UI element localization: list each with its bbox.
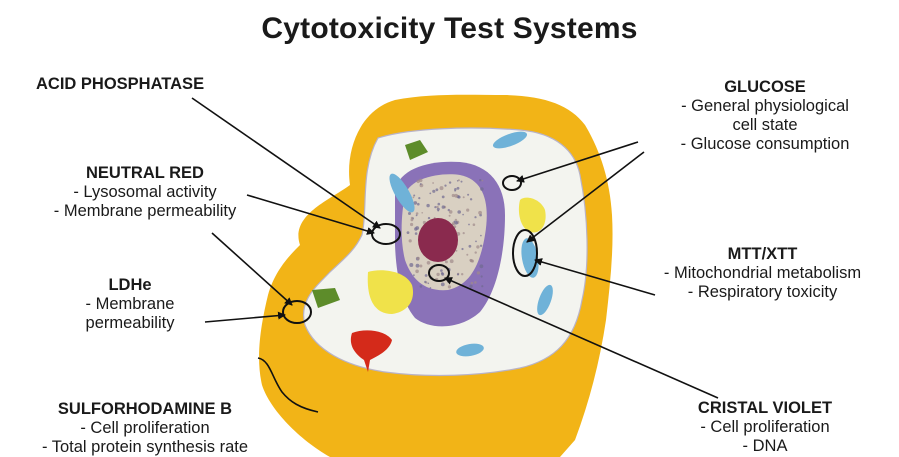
acid-phosphatase-heading: ACID PHOSPHATASE [36, 75, 204, 94]
glucose-heading: GLUCOSE [640, 78, 890, 97]
glucose-line-1: - General physiological [640, 97, 890, 116]
glucose-line-2: cell state [640, 116, 890, 135]
sulforhodamine-line-2: - Total protein synthesis rate [0, 438, 290, 457]
ldhe-line-1: - Membrane [60, 295, 200, 314]
label-sulforhodamine: SULFORHODAMINE B - Cell proliferation - … [0, 400, 290, 457]
cristal-violet-line-2: - DNA [660, 437, 870, 456]
mtt-xtt-line-2: - Respiratory toxicity [630, 283, 895, 302]
label-ldhe: LDHe - Membrane permeability [60, 276, 200, 333]
label-mtt-xtt: MTT/XTT - Mitochondrial metabolism - Res… [630, 245, 895, 302]
sulforhodamine-line-1: - Cell proliferation [0, 419, 290, 438]
ldhe-heading: LDHe [60, 276, 200, 295]
sulforhodamine-heading: SULFORHODAMINE B [0, 400, 290, 419]
neutral-red-line-2: - Membrane permeability [20, 202, 270, 221]
mtt-xtt-heading: MTT/XTT [630, 245, 895, 264]
glucose-line-3: - Glucose consumption [640, 135, 890, 154]
neutral-red-line-1: - Lysosomal activity [20, 183, 270, 202]
mtt-xtt-line-1: - Mitochondrial metabolism [630, 264, 895, 283]
cristal-violet-heading: CRISTAL VIOLET [660, 399, 870, 418]
label-acid-phosphatase: ACID PHOSPHATASE [36, 75, 204, 94]
label-glucose: GLUCOSE - General physiological cell sta… [640, 78, 890, 154]
ldhe-line-2: permeability [60, 314, 200, 333]
neutral-red-heading: NEUTRAL RED [20, 164, 270, 183]
cristal-violet-line-1: - Cell proliferation [660, 418, 870, 437]
label-cristal-violet: CRISTAL VIOLET - Cell proliferation - DN… [660, 399, 870, 456]
nucleolus [418, 218, 458, 262]
label-neutral-red: NEUTRAL RED - Lysosomal activity - Membr… [20, 164, 270, 221]
